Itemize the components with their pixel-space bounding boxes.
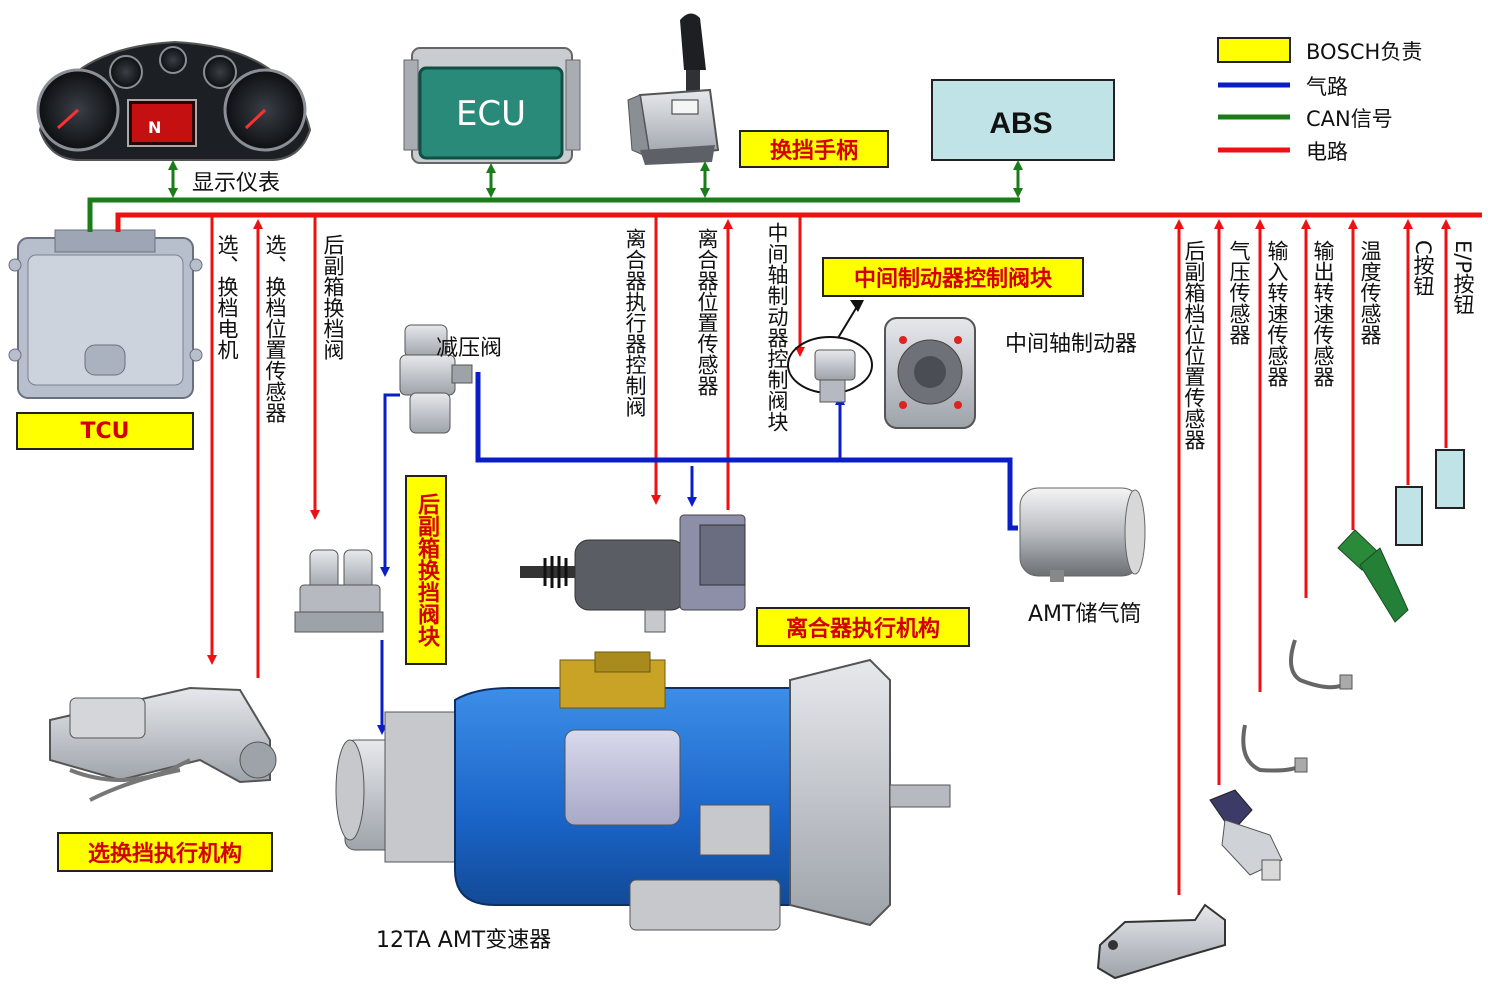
rear-box-valve-block-label: 后副箱换挡阀块 (405, 475, 447, 665)
intermediate-brake-valve-label: 中间制动器控制阀块 (822, 257, 1084, 297)
pressure-sensor-image (1209, 789, 1283, 881)
gearbox-label: 12TA AMT变速器 (376, 928, 552, 953)
c-button-label: C按钮 (1411, 240, 1435, 297)
clutch-position-sensor-label: 离合器位置传感器 (695, 228, 719, 396)
rear-valve-block-image (294, 549, 384, 633)
select-motor-label: 选、换档电机 (215, 234, 239, 360)
air-tank-label: AMT储气筒 (1028, 602, 1142, 627)
legend-can-label: CAN信号 (1306, 107, 1393, 131)
power-bus (115, 212, 1482, 232)
input-speed-sensor-label: 输入转速传感器 (1265, 240, 1289, 387)
power-links (207, 215, 1451, 895)
ecu-label: ECU (456, 94, 526, 134)
clutch-actuator-image (520, 514, 746, 633)
select-shift-actuator-label: 选换挡执行机构 (57, 832, 273, 872)
can-links (168, 160, 1023, 198)
legend-bosch-swatch (1217, 37, 1291, 63)
intermediate-shaft-brake-label: 中间轴制动器 (1005, 332, 1138, 357)
tcu-label: TCU (16, 412, 194, 450)
legend-bosch-label: BOSCH负责 (1306, 40, 1423, 64)
rear-box-valve-label: 后副箱换档阀 (321, 234, 345, 360)
pressure-sensor-label: 气压传感器 (1227, 240, 1251, 345)
select-actuator-image (49, 686, 277, 802)
shift-lever-image (627, 13, 720, 165)
dashboard-image (36, 40, 312, 161)
clutch-control-valve-label: 离合器执行器控制阀 (623, 228, 647, 417)
intermediate-brake-image (787, 300, 976, 429)
temperature-sensor-label: 温度传感器 (1358, 240, 1382, 345)
can-bus (87, 197, 1020, 232)
temperature-sensor-image (1337, 529, 1409, 623)
c-button-box (1395, 486, 1423, 546)
select-position-sensor-label: 选、换档位置传感器 (263, 234, 287, 423)
input-speed-sensor-image (1241, 724, 1308, 773)
output-speed-sensor-label: 输出转速传感器 (1311, 240, 1335, 387)
clutch-actuator-label: 离合器执行机构 (756, 607, 970, 647)
ep-button-label: E/P按钮 (1451, 240, 1475, 316)
dashboard-label: 显示仪表 (192, 171, 281, 196)
output-speed-sensor-image (1289, 639, 1353, 690)
air-tank-image (1019, 487, 1146, 582)
legend-air-label: 气路 (1306, 75, 1348, 99)
ep-button-box (1435, 449, 1465, 509)
tcu-image (8, 229, 203, 399)
legend-power-label: 电路 (1306, 140, 1348, 164)
intermediate-shaft-valve-label: 中间轴制动器控制阀块 (765, 222, 789, 432)
ecu-image (403, 47, 581, 164)
dash-gear-indicator: N (148, 118, 161, 137)
shift-lever-label: 换挡手柄 (739, 130, 889, 168)
pressure-valve-image (399, 324, 473, 434)
abs-box (931, 79, 1115, 161)
gearbox-image (335, 651, 951, 931)
abs-label: ABS (989, 107, 1052, 140)
pressure-valve-label: 减压阀 (436, 336, 503, 361)
rear-box-position-sensor-label: 后副箱档位位置传感器 (1182, 240, 1206, 450)
air-lines (377, 372, 1018, 735)
rear-box-position-sensor-image (1096, 903, 1226, 980)
